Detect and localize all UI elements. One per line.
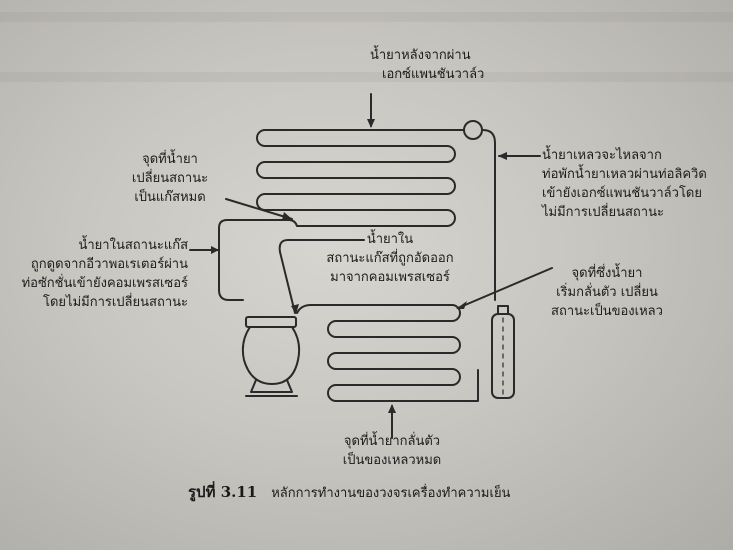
label-liquid-to-expansion: น้ำยาเหลวจะไหลจาก ท่อพักน้ำยาเหลวผ่านท่อ… (542, 148, 707, 220)
liquid-line (482, 129, 496, 301)
evaporator-coil (218, 129, 464, 301)
label-fully-liquid-point: จุดที่น้ำยากลั่นตัว เป็นของเหลวหมด (342, 434, 442, 468)
bleed-through-text (0, 72, 733, 82)
condenser-coil (327, 304, 479, 402)
discharge-line (296, 304, 453, 314)
figure-title: หลักการทำงานของวงจรเครื่องทำความเย็น (271, 486, 511, 501)
label-fully-gas-point: จุดที่น้ำยา เปลี่ยนสถานะ เป็นแก๊สหมด (131, 152, 209, 205)
arrow-condensing (457, 267, 553, 309)
figure-number: รูปที่ 3.11 (188, 483, 258, 501)
label-suction-gas: น้ำยาในสถานะแก๊ส ถูกดูดจากอีวาพอเรเตอร์ผ… (21, 238, 188, 310)
label-condensing-start: จุดที่ซึ่งน้ำยา เริ่มกลั่นตัว เปลี่ยน สถ… (551, 266, 663, 319)
receiver-tank (491, 313, 515, 399)
arrow-fully-gas (225, 198, 293, 220)
expansion-valve (463, 120, 483, 140)
compressor (241, 316, 301, 397)
bleed-through-text (0, 12, 733, 22)
label-compressed-gas: น้ำยาใน สถานะแก๊สที่ถูกอัดออก มาจากคอมเพ… (326, 232, 454, 285)
figure-caption: รูปที่ 3.11 หลักการทำงานของวงจรเครื่องทำค… (188, 480, 510, 504)
arrow-compressed (278, 239, 365, 314)
label-expansion-outlet: น้ำยาหลังจากผ่าน เอกซ์แพนชันวาล์ว (370, 48, 485, 82)
